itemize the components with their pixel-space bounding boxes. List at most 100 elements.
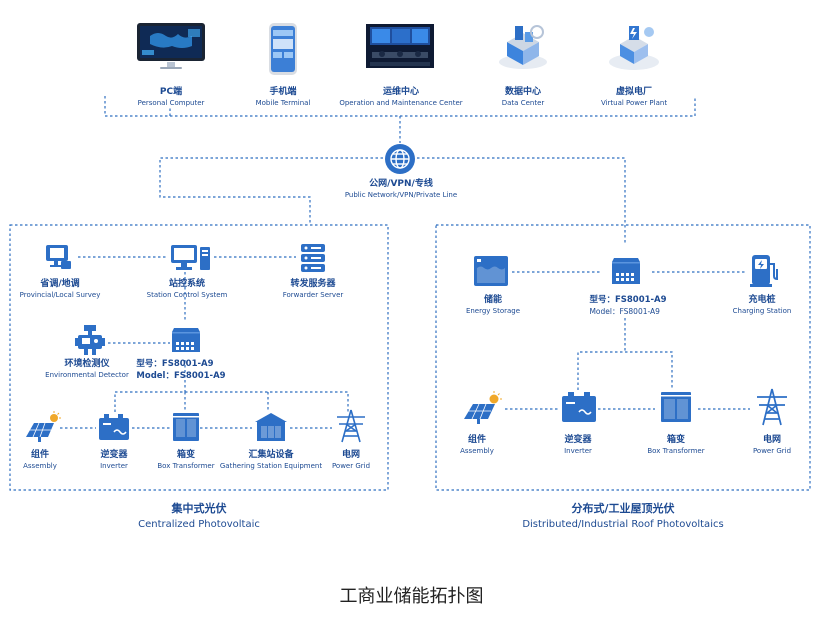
left-inverter-label-en: Inverter bbox=[100, 462, 128, 470]
globe-icon bbox=[385, 144, 415, 174]
left-grid-label: 电网 bbox=[341, 450, 360, 460]
figure-caption: 工商业储能拓扑图 bbox=[339, 586, 484, 607]
right-grid-label: 电网 bbox=[762, 435, 781, 445]
node-right-assembly: 组件 Assembly bbox=[460, 434, 494, 456]
datacenter-label: 数据中心 bbox=[504, 87, 541, 97]
storage-label: 储能 bbox=[483, 295, 502, 305]
pc-monitor-icon bbox=[137, 23, 205, 69]
ops-label: 运维中心 bbox=[382, 87, 420, 97]
virtual-power-plant-icon bbox=[609, 26, 659, 70]
workstation-icon bbox=[171, 245, 210, 270]
charging-label: 充电桩 bbox=[748, 295, 776, 305]
node-ops: 运维中心 Operation and Maintenance Center bbox=[339, 86, 462, 108]
box-transformer-icon bbox=[661, 392, 691, 422]
forwarder-label: 转发服务器 bbox=[290, 279, 336, 289]
forwarder-label-en: Forwarder Server bbox=[282, 291, 344, 299]
node-left-assembly: 组件 Assembly bbox=[23, 449, 57, 471]
node-datacenter: 数据中心 Data Center bbox=[502, 86, 545, 108]
charging-label-en: Charging Station bbox=[732, 307, 792, 315]
operations-center-icon bbox=[366, 24, 434, 68]
node-right-inverter: 逆变器 Inverter bbox=[564, 434, 592, 456]
survey-label: 省调/地调 bbox=[40, 279, 80, 289]
dispatch-monitor-icon bbox=[46, 245, 71, 269]
left-title-zh: 集中式光伏 bbox=[171, 502, 227, 515]
left-inverter-label: 逆变器 bbox=[100, 450, 128, 460]
right-model-block: 型号：FS8001-A9 Model：FS8001-A9 bbox=[589, 294, 666, 318]
gathering-label-en: Gathering Station Equipment bbox=[219, 462, 323, 470]
gateway-device-icon bbox=[172, 328, 200, 352]
left-box-label: 箱变 bbox=[176, 450, 195, 460]
node-right-grid: 电网 Power Grid bbox=[753, 434, 791, 456]
box-transformer-icon bbox=[173, 413, 199, 441]
survey-label-en: Provincial/Local Survey bbox=[19, 291, 101, 299]
right-title-en: Distributed/Industrial Roof Photovoltaic… bbox=[522, 519, 724, 530]
station-label: 站控系统 bbox=[168, 279, 205, 289]
right-section-title: 分布式/工业屋顶光伏 Distributed/Industrial Roof P… bbox=[522, 500, 723, 530]
right-assembly-label-en: Assembly bbox=[460, 447, 494, 455]
node-mobile: 手机端 Mobile Terminal bbox=[256, 86, 311, 108]
env-label: 环境检测仪 bbox=[64, 359, 110, 369]
left-assembly-label-en: Assembly bbox=[23, 462, 57, 470]
inverter-icon bbox=[99, 414, 129, 440]
right-inverter-label: 逆变器 bbox=[564, 435, 592, 445]
power-tower-icon bbox=[337, 409, 365, 443]
right-assembly-label: 组件 bbox=[467, 435, 486, 445]
left-grid-label-en: Power Grid bbox=[331, 462, 371, 470]
gateway-device-icon bbox=[612, 258, 640, 284]
left-box-label-en: Box Transformer bbox=[157, 462, 215, 470]
right-model-en: Model：FS8001-A9 bbox=[589, 307, 660, 316]
data-center-icon bbox=[499, 25, 547, 69]
node-left-grid: 电网 Power Grid bbox=[332, 449, 370, 471]
inverter-icon bbox=[562, 392, 596, 422]
left-model-en: Model：FS8001-A9 bbox=[136, 371, 226, 381]
network-label: 公网/VPN/专线 bbox=[369, 179, 433, 189]
left-title-en: Centralized Photovoltaic bbox=[138, 519, 260, 530]
gathering-station-icon bbox=[255, 413, 287, 441]
pc-label-en: Personal Computer bbox=[137, 99, 205, 107]
power-tower-icon bbox=[757, 388, 787, 426]
storage-label-en: Energy Storage bbox=[465, 307, 521, 315]
left-assembly-label: 组件 bbox=[30, 450, 49, 460]
mobile-phone-icon bbox=[269, 23, 297, 75]
node-left-box: 箱变 Box Transformer bbox=[157, 449, 214, 471]
solar-panel-icon bbox=[26, 411, 61, 442]
node-pc: PC端 Personal Computer bbox=[138, 86, 205, 108]
energy-storage-icon bbox=[474, 256, 508, 286]
node-charging: 充电桩 Charging Station bbox=[733, 294, 792, 316]
right-title-zh: 分布式/工业屋顶光伏 bbox=[571, 502, 675, 515]
network-label-en: Public Network/VPN/Private Line bbox=[344, 191, 458, 199]
node-env: 环境检测仪 Environmental Detector bbox=[45, 358, 129, 380]
mobile-label: 手机端 bbox=[269, 87, 297, 97]
left-model-zh: 型号：FS8001-A9 bbox=[136, 359, 214, 369]
pc-label: PC端 bbox=[159, 87, 183, 97]
mobile-label-en: Mobile Terminal bbox=[255, 99, 311, 107]
right-inverter-label-en: Inverter bbox=[564, 447, 592, 455]
node-vpp: 虚拟电厂 Virtual Power Plant bbox=[601, 86, 667, 108]
env-label-en: Environmental Detector bbox=[45, 371, 129, 379]
station-label-en: Station Control System bbox=[146, 291, 228, 299]
ops-label-en: Operation and Maintenance Center bbox=[339, 99, 463, 107]
node-forwarder: 转发服务器 Forwarder Server bbox=[283, 278, 344, 300]
charging-station-icon bbox=[750, 255, 778, 287]
left-model-block: 型号：FS8001-A9 Model：FS8001-A9 bbox=[136, 358, 225, 382]
node-left-inverter: 逆变器 Inverter bbox=[100, 449, 128, 471]
right-box-label-en: Box Transformer bbox=[647, 447, 705, 455]
right-box-label: 箱变 bbox=[666, 435, 685, 445]
gathering-label: 汇集站设备 bbox=[248, 450, 294, 460]
node-station: 站控系统 Station Control System bbox=[147, 278, 228, 300]
right-model-zh: 型号：FS8001-A9 bbox=[589, 295, 667, 305]
node-network: 公网/VPN/专线 Public Network/VPN/Private Lin… bbox=[345, 178, 457, 200]
node-storage: 储能 Energy Storage bbox=[466, 294, 520, 316]
server-icon bbox=[301, 244, 325, 272]
node-right-box: 箱变 Box Transformer bbox=[647, 434, 704, 456]
vpp-label-en: Virtual Power Plant bbox=[600, 99, 668, 107]
vpp-label: 虚拟电厂 bbox=[615, 87, 652, 97]
left-section-title: 集中式光伏 Centralized Photovoltaic bbox=[138, 500, 260, 530]
node-survey: 省调/地调 Provincial/Local Survey bbox=[20, 278, 101, 300]
datacenter-label-en: Data Center bbox=[501, 99, 545, 107]
right-grid-label-en: Power Grid bbox=[752, 447, 792, 455]
node-gathering: 汇集站设备 Gathering Station Equipment bbox=[220, 449, 322, 471]
solar-panel-icon bbox=[464, 391, 502, 424]
